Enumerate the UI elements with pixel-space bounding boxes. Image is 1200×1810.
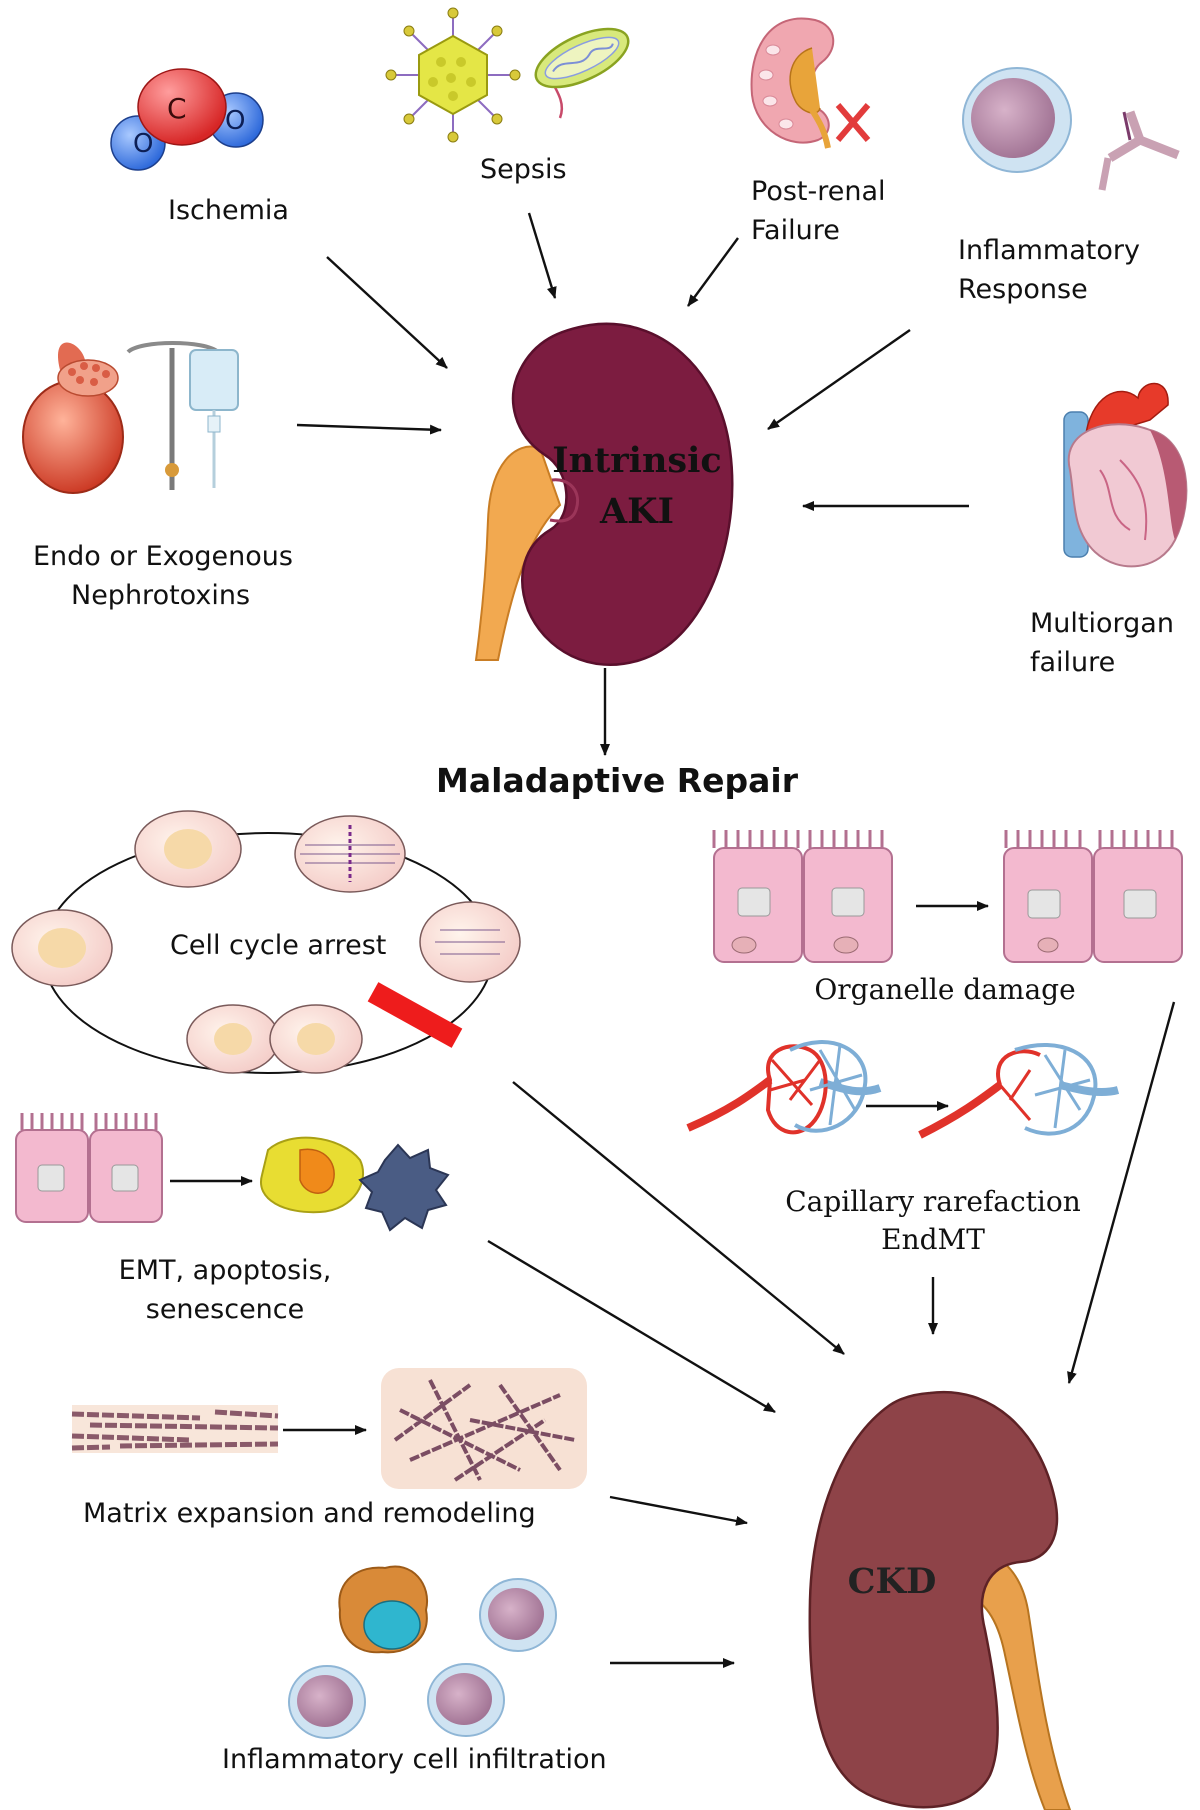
label-nephrotoxins-1: Endo or Exogenous [33,541,293,572]
tubular-cells-healthy-icon [712,830,893,963]
tumor-icon [22,342,124,494]
capillary-network-rarefied-icon [918,1043,1120,1139]
label-inflammatory-1: Inflammatory [958,235,1140,266]
cell-cycle-cell-2 [294,815,406,893]
label-multiorgan-1: Multiorgan [1030,608,1174,639]
virus-icon [385,7,521,143]
capillary-network-healthy-icon [686,1040,882,1135]
label-inflammatory-infiltration: Inflammatory cell infiltration [222,1744,607,1775]
maladaptive-repair-title: Maladaptive Repair [436,761,799,800]
tubular-cells-damaged-icon [1003,830,1183,963]
arrow-organelle-to-ckd [1067,1001,1176,1384]
label-organelle-damage: Organelle damage [814,973,1075,1006]
senescent-cell-icon [358,1143,450,1232]
arrow-post-renal [687,237,739,307]
cell-cycle-block-bar [367,982,463,1048]
cell-cycle-cell-3 [419,901,521,983]
label-matrix: Matrix expansion and remodeling [83,1498,536,1529]
matrix-fibers-remodeled-icon [381,1368,587,1489]
arrow-ischemia [326,256,448,369]
label-emt-1: EMT, apoptosis, [119,1255,332,1286]
intrinsic-aki-kidney: Intrinsic AKI [474,322,734,666]
arrow-nephrotoxins [296,423,442,435]
label-post-renal-1: Post-renal [751,176,886,207]
cell-cycle-daughter-cells [186,1004,363,1074]
aki-label-line1: Intrinsic [552,440,721,481]
label-multiorgan-2: failure [1030,647,1115,678]
arrow-sepsis [527,212,557,299]
label-emt-2: senescence [146,1294,305,1325]
label-nephrotoxins-2: Nephrotoxins [71,580,250,611]
blocked-kidney-icon [750,17,871,149]
atom-o-right: O [225,106,245,136]
ckd-label: CKD [848,1561,937,1602]
epithelial-cells-icon [15,1113,163,1223]
apoptotic-cell-icon [259,1136,365,1214]
arrow-inflammatory [767,329,911,430]
antibody-icon [1098,110,1180,195]
cell-cycle-cell-4 [11,909,113,987]
label-inflammatory-2: Response [958,274,1088,305]
iv-drip-icon [126,341,239,490]
ckd-kidney: CKD [808,1390,1072,1810]
cell-cycle-cell-1 [134,810,242,888]
label-sepsis: Sepsis [480,154,567,185]
label-cell-cycle-arrest: Cell cycle arrest [170,930,386,961]
inflammatory-cells-icon [288,1565,557,1739]
aki-label-line2: AKI [599,491,674,532]
arrow-matrix-to-ckd [609,1495,748,1526]
arrow-cell-cycle-to-ckd [512,1081,845,1355]
co2-molecule-icon: O C O [110,68,264,171]
label-post-renal-2: Failure [751,215,840,246]
immune-cell-icon [962,67,1072,173]
label-capillary-2: EndMT [881,1223,985,1256]
heart-icon [1063,382,1188,568]
cell-cycle-diagram: Cell cycle arrest [11,810,521,1074]
bacterium-icon [534,27,630,119]
label-ischemia: Ischemia [168,195,289,226]
atom-o-left: O [133,129,153,159]
label-capillary-1: Capillary rarefaction [785,1185,1081,1218]
atom-c: C [167,92,187,125]
matrix-fibers-aligned-icon [71,1405,279,1453]
arrow-emt-to-ckd [487,1239,776,1414]
